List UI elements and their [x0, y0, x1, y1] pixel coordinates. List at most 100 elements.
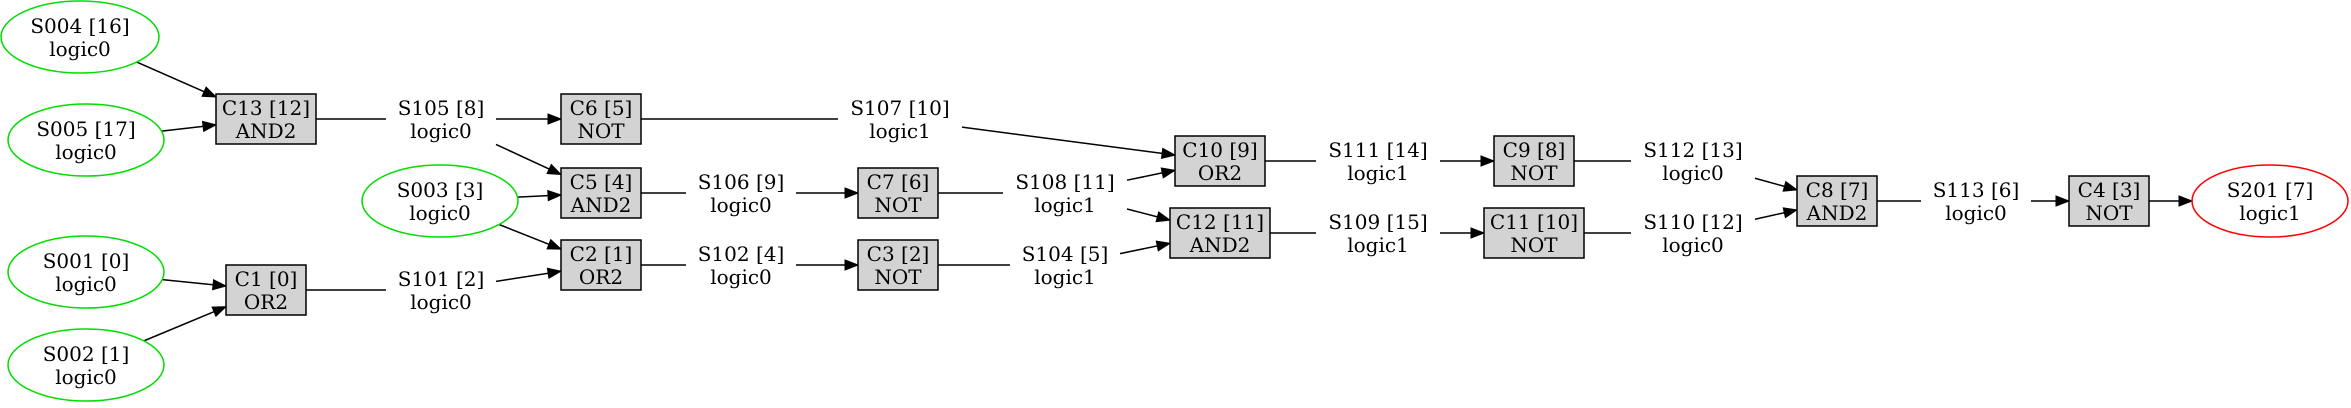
signal-name-label: S106 [9] [698, 170, 785, 194]
input-node-s003: S003 [3]logic0 [361, 164, 519, 238]
edge-s106-to-c7 [796, 187, 860, 199]
arrowhead-icon [201, 86, 218, 98]
gate-c3: C3 [2]NOT [857, 239, 939, 291]
arrowhead-icon [2055, 195, 2071, 207]
gate-c2: C2 [1]OR2 [560, 239, 642, 291]
input-name-label: S004 [16] [30, 14, 129, 38]
signal-value-label: logic0 [1662, 233, 1724, 257]
edge-c4-to-s201 [2149, 195, 2194, 207]
signal-value-label: logic0 [410, 290, 472, 314]
input-value-label: logic0 [55, 272, 117, 296]
signal-name-label: S113 [6] [1933, 178, 2020, 202]
input-node-s001: S001 [0]logic0 [7, 235, 165, 309]
arrowhead-icon [1155, 211, 1172, 223]
gate-c13: C13 [12]AND2 [215, 93, 317, 145]
gate-type-label: NOT [874, 193, 922, 217]
gate-c12: C12 [11]AND2 [1169, 207, 1271, 259]
signal-value-label: logic0 [1945, 201, 2007, 225]
gate-type-label: NOT [1510, 161, 1558, 185]
input-name-label: S001 [0] [43, 249, 130, 273]
signal-s104: S104 [5]logic1 [1022, 242, 1109, 289]
gate-type-label: AND2 [1806, 201, 1868, 225]
gate-name-label: C6 [5] [570, 96, 633, 120]
arrowhead-icon [1160, 167, 1177, 179]
arrowhead-icon [546, 267, 563, 279]
signal-s111: S111 [14]logic1 [1328, 138, 1427, 185]
signal-s108: S108 [11]logic1 [1015, 170, 1114, 217]
arrowhead-icon [1480, 155, 1496, 167]
arrowhead-icon [844, 259, 860, 271]
output-name-label: S201 [7] [2227, 178, 2314, 202]
signal-s105: S105 [8]logic0 [398, 96, 485, 143]
edge-s113-to-c4 [2031, 195, 2071, 207]
gate-name-label: C12 [11] [1176, 210, 1264, 234]
edge-s004-to-c13 [136, 61, 218, 98]
edge-s105-to-c6 [496, 113, 563, 125]
output-node-s201: S201 [7]logic1 [2191, 164, 2349, 238]
signal-s110: S110 [12]logic0 [1643, 210, 1742, 257]
arrowhead-icon [201, 120, 218, 133]
signal-s106: S106 [9]logic0 [698, 170, 785, 217]
signal-value-label: logic1 [1034, 265, 1096, 289]
edge-s005-to-c13 [161, 120, 218, 133]
signal-name-label: S108 [11] [1015, 170, 1114, 194]
gate-type-label: OR2 [1198, 161, 1242, 185]
edge-s105-to-c5 [495, 143, 563, 176]
gate-type-label: OR2 [244, 290, 288, 314]
edge-s003-to-c5 [517, 189, 563, 202]
arrowhead-icon [1160, 147, 1177, 160]
gate-name-label: C7 [6] [867, 170, 930, 194]
signal-value-label: logic0 [410, 119, 472, 143]
arrowhead-icon [546, 163, 563, 176]
gate-name-label: C4 [3] [2078, 178, 2141, 202]
signal-name-label: S111 [14] [1328, 138, 1427, 162]
signal-name-label: S104 [5] [1022, 242, 1109, 266]
edge-s111-to-c9 [1440, 155, 1496, 167]
edge-s110-to-c8 [1754, 207, 1799, 220]
gate-c9: C9 [8]NOT [1493, 135, 1575, 187]
signal-value-label: logic1 [1347, 233, 1409, 257]
edge-s107-to-c10 [961, 126, 1177, 160]
signal-s113: S113 [6]logic0 [1933, 178, 2020, 225]
arrowhead-icon [1782, 207, 1799, 219]
gate-name-label: C9 [8] [1503, 138, 1566, 162]
edge-s001-to-c1 [162, 278, 228, 291]
input-node-s004: S004 [16]logic0 [0, 0, 160, 74]
gate-c6: C6 [5]NOT [560, 93, 642, 145]
edge-s109-to-c11 [1440, 227, 1486, 239]
gate-type-label: NOT [1510, 233, 1558, 257]
input-name-label: S003 [3] [397, 178, 484, 202]
signal-s109: S109 [15]logic1 [1328, 210, 1427, 257]
gate-type-label: AND2 [1189, 233, 1251, 257]
gate-name-label: C10 [9] [1182, 138, 1257, 162]
edge-s002-to-c1 [143, 306, 228, 342]
input-name-label: S005 [17] [36, 117, 135, 141]
edge-s102-to-c3 [796, 259, 860, 271]
signal-value-label: logic1 [1347, 161, 1409, 185]
connection-layer [136, 61, 2194, 342]
gate-type-label: NOT [874, 265, 922, 289]
gate-c7: C7 [6]NOT [857, 167, 939, 219]
signal-value-label: logic0 [710, 265, 772, 289]
edge-s104-to-c12 [1119, 240, 1172, 255]
arrowhead-icon [2178, 195, 2194, 207]
gate-name-label: C5 [4] [570, 170, 633, 194]
input-name-label: S002 [1] [43, 342, 130, 366]
signal-name-label: S107 [10] [850, 96, 949, 120]
gate-name-label: C8 [7] [1806, 178, 1869, 202]
input-node-s005: S005 [17]logic0 [7, 103, 165, 177]
arrowhead-icon [546, 238, 563, 250]
gate-c8: C8 [7]AND2 [1796, 175, 1878, 227]
input-value-label: logic0 [55, 365, 117, 389]
gate-type-label: NOT [2085, 201, 2133, 225]
arrowhead-icon [1782, 180, 1799, 192]
input-value-label: logic0 [409, 201, 471, 225]
gate-type-label: AND2 [570, 193, 632, 217]
gate-name-label: C13 [12] [222, 96, 310, 120]
signal-name-label: S101 [2] [398, 267, 485, 291]
gate-c1: C1 [0]OR2 [225, 264, 307, 316]
edge-s101-to-c2 [495, 267, 563, 283]
edge-s108-to-c12 [1126, 208, 1172, 223]
signal-value-label: logic0 [710, 193, 772, 217]
gate-name-label: C1 [0] [235, 267, 298, 291]
